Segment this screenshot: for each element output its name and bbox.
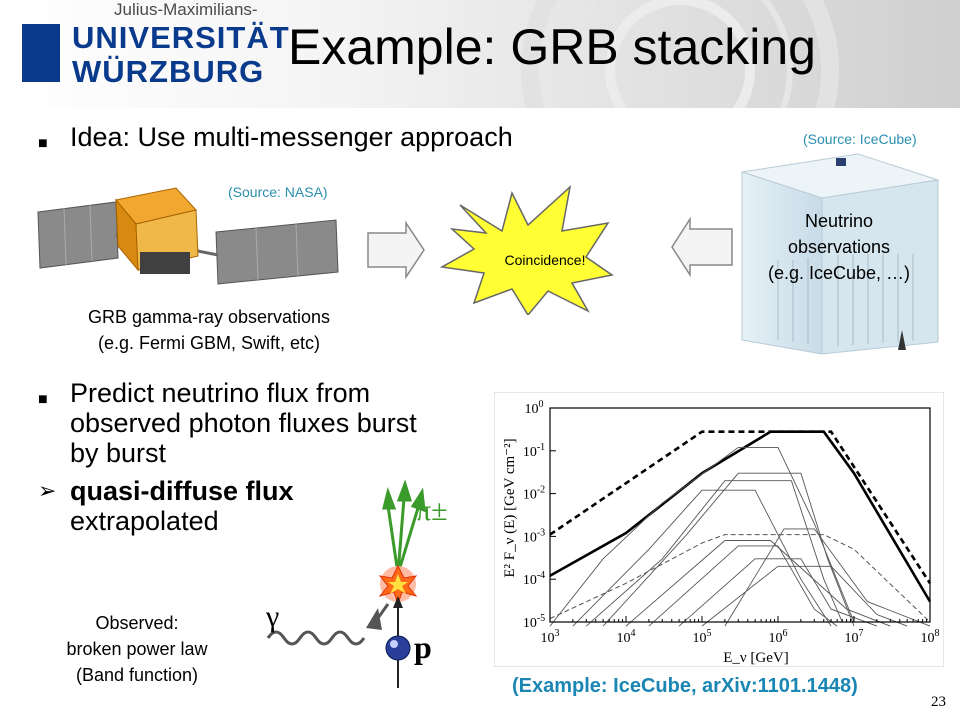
university-name-line3: WÜRZBURG — [72, 54, 265, 89]
bullet-idea-text: Idea: Use multi-messenger approach — [70, 122, 513, 152]
series-line-3 — [549, 446, 855, 627]
series-line-0 — [549, 430, 932, 585]
series-line-1 — [549, 430, 932, 603]
slide-title: Example: GRB stacking — [288, 19, 816, 75]
left-arrow-icon — [671, 216, 733, 278]
starburst-icon — [439, 185, 614, 315]
pion-label: π± — [416, 494, 448, 527]
observed-caption-line1: Observed: — [95, 613, 179, 633]
gamma-label: γ — [265, 600, 279, 633]
fermi-satellite-image — [37, 187, 339, 285]
chart-ylabel: E² F_ν (E) [GeV cm⁻²] — [502, 438, 518, 577]
series-line-7 — [648, 545, 838, 627]
grb-caption: GRB gamma-ray observations (e.g. Fermi G… — [40, 304, 378, 356]
proton-label: p — [414, 629, 432, 665]
coincidence-label: Coincidence! — [505, 252, 586, 268]
series-line-2 — [549, 534, 931, 623]
source-icecube: (Source: IceCube) — [803, 131, 917, 147]
university-name-line1: Julius-Maximilians- — [114, 0, 258, 19]
observed-caption: Observed: broken power law (Band functio… — [36, 610, 238, 688]
grb-caption-line1: GRB gamma-ray observations — [87, 307, 331, 327]
right-arrow-icon — [367, 220, 425, 280]
observed-caption-line3: (Band function) — [75, 665, 199, 685]
university-seal-watermark — [521, 0, 839, 108]
neutrino-caption-line1: Neutrino — [804, 211, 874, 231]
source-nasa: (Source: NASA) — [228, 184, 328, 200]
series-line-4 — [572, 489, 832, 627]
series-line-11 — [724, 528, 931, 627]
chart-plot-frame — [549, 407, 931, 623]
neutrino-caption-line3: (e.g. IceCube, …) — [767, 263, 911, 283]
series-line-6 — [602, 472, 855, 627]
neutrino-caption-line2: observations — [787, 237, 891, 257]
university-name-line2: UNIVERSITÄT — [72, 20, 290, 55]
series-line-10 — [625, 540, 891, 627]
particle-process-diagram: π± γ p — [265, 479, 448, 688]
bullet-quasi-bold: quasi-diffuse flux — [70, 476, 294, 506]
page-number: 23 — [931, 694, 946, 710]
logo-bar — [22, 24, 60, 82]
neutrino-caption: Neutrino observations (e.g. IceCube, …) — [744, 208, 934, 286]
grb-caption-line2: (e.g. Fermi GBM, Swift, etc) — [97, 333, 321, 353]
checkmark-arrow-icon: ➢ — [38, 478, 57, 503]
slide-header: Julius-Maximilians- UNIVERSITÄT WÜRZBURG… — [0, 0, 960, 108]
university-logo: Julius-Maximilians- UNIVERSITÄT WÜRZBURG — [8, 0, 289, 96]
series-line-9 — [701, 565, 908, 627]
series-line-5 — [586, 480, 843, 627]
icecube-detector-image — [741, 153, 939, 355]
bullet-quasi-rest: extrapolated — [70, 506, 219, 536]
bullet-square-icon: ■ — [38, 135, 48, 152]
bullet-predict-text: Predict neutrino flux from observed phot… — [70, 378, 417, 468]
bullet-square-icon: ■ — [38, 391, 48, 408]
reference-footer: (Example: IceCube, arXiv:1101.1448) — [512, 675, 858, 697]
coincidence-diagram: Coincidence! — [367, 185, 733, 315]
observed-caption-line2: broken power law — [66, 639, 208, 659]
chart-xlabel: E_ν [GeV] — [723, 650, 789, 666]
series-line-8 — [678, 558, 878, 627]
